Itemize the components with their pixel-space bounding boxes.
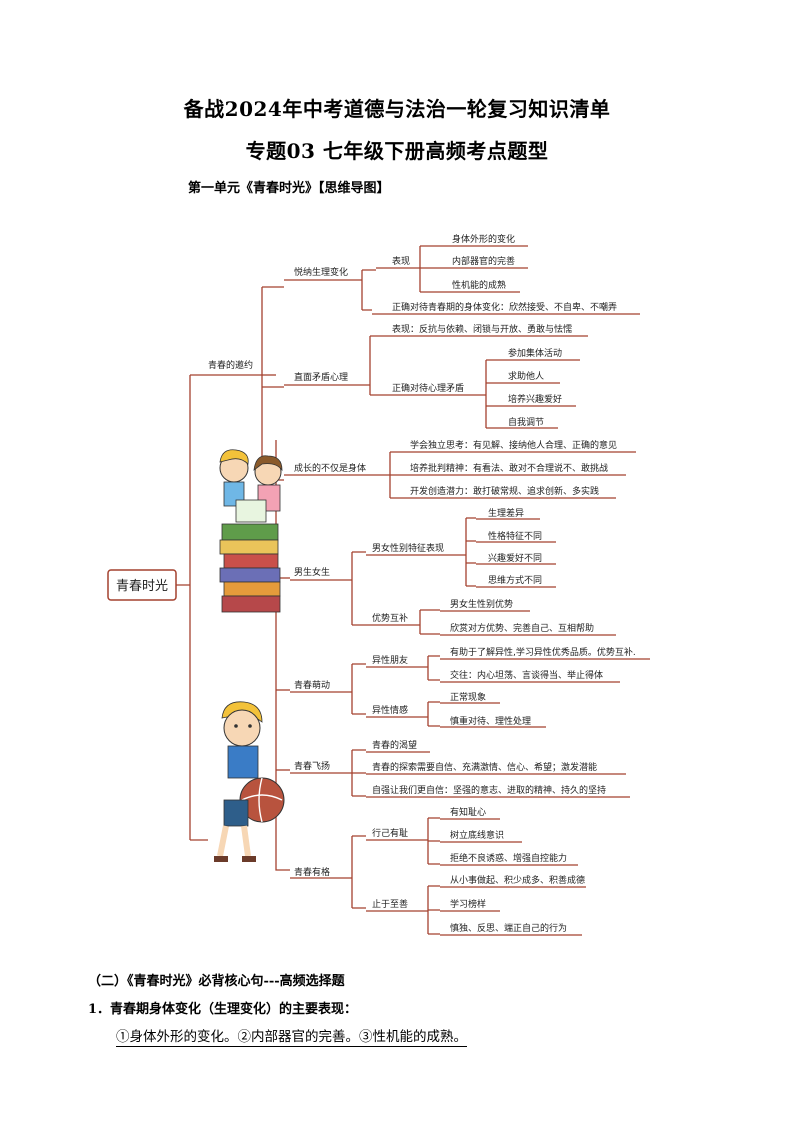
mindmap-item: 慎独、反思、端正自己的行为 bbox=[450, 922, 567, 934]
mindmap-g5-s2: 止于至善 bbox=[372, 898, 408, 910]
mindmap-item: 男女生性别优势 bbox=[450, 598, 513, 610]
mindmap-item: 内部器官的完善 bbox=[452, 255, 515, 267]
mindmap-item: 交往：内心坦荡、言谈得当、举止得体 bbox=[450, 669, 603, 681]
section-heading: （二）《青春时光》必背核心句---高频选择题 bbox=[88, 970, 345, 989]
question-answer: ①身体外形的变化。②内部器官的完善。③性机能的成熟。 bbox=[116, 1025, 467, 1047]
mindmap-g2-s1: 男女性别特征表现 bbox=[372, 542, 444, 554]
mindmap-g1-b1-s1: 表现 bbox=[392, 255, 410, 267]
mindmap-item: 生理差异 bbox=[488, 507, 524, 519]
mindmap-g2: 男生女生 bbox=[294, 566, 330, 578]
mindmap-item: 自强让我们更自信：坚强的意志、进取的精神、持久的坚持 bbox=[372, 784, 606, 796]
mindmap-item: 学会独立思考：有见解、接纳他人合理、正确的意见 bbox=[410, 439, 617, 451]
mindmap-g1: 青春的邀约 bbox=[208, 359, 253, 371]
mindmap-item: 身体外形的变化 bbox=[452, 233, 515, 245]
mindmap-item: 青春的探索需要自信、充满激情、信心、希望；激发潜能 bbox=[372, 761, 597, 773]
mindmap-item: 正常现象 bbox=[450, 691, 486, 703]
mindmap-item: 参加集体活动 bbox=[508, 347, 562, 359]
mindmap-item: 欣赏对方优势、完善自己、互相帮助 bbox=[450, 622, 594, 634]
mindmap-item: 学习榜样 bbox=[450, 898, 486, 910]
mindmap-item: 开发创造潜力：敢打破常规、追求创新、多实践 bbox=[410, 485, 599, 497]
mindmap-g3-s1: 异性朋友 bbox=[372, 654, 408, 666]
question-title: 1．青春期身体变化（生理变化）的主要表现： bbox=[88, 998, 357, 1017]
mindmap-g1-b3: 成长的不仅是身体 bbox=[294, 462, 366, 474]
mindmap-item: 有知耻心 bbox=[450, 806, 486, 818]
mindmap-item: 青春的渴望 bbox=[372, 739, 417, 751]
mindmap-g1-b2-s2: 正确对待心理矛盾 bbox=[392, 382, 464, 394]
mindmap-g3: 青春萌动 bbox=[294, 679, 330, 691]
children-with-books-illustration bbox=[220, 450, 282, 612]
mindmap-g1-b1: 悦纳生理变化 bbox=[294, 266, 348, 278]
mindmap-item: 兴趣爱好不同 bbox=[488, 552, 542, 564]
mindmap-g3-s2: 异性情感 bbox=[372, 704, 408, 716]
mindmap-root: 青春时光 bbox=[116, 579, 168, 594]
mindmap-item: 培养批判精神：有看法、敢对不合理说不、敢挑战 bbox=[410, 462, 608, 474]
mindmap-item: 表现：反抗与依赖、闭锁与开放、勇敢与怯懦 bbox=[392, 323, 572, 335]
mindmap-item: 自我调节 bbox=[508, 416, 544, 428]
mindmap-item: 正确对待青春期的身体变化：欣然接受、不自卑、不嘲弄 bbox=[392, 301, 617, 313]
mindmap-item: 性格特征不同 bbox=[488, 530, 542, 542]
mindmap-item: 求助他人 bbox=[508, 370, 544, 382]
mindmap-item: 拒绝不良诱惑、增强自控能力 bbox=[450, 852, 567, 864]
mindmap-g5-s1: 行己有耻 bbox=[372, 827, 408, 839]
mindmap-item: 性机能的成熟 bbox=[452, 279, 506, 291]
mindmap-item: 从小事做起、积少成多、积善成德 bbox=[450, 874, 585, 886]
mindmap-item: 有助于了解异性,学习异性优秀品质。优势互补. bbox=[450, 646, 636, 658]
mindmap-item: 思维方式不同 bbox=[488, 574, 542, 586]
mindmap-g5: 青春有格 bbox=[294, 866, 330, 878]
mindmap-g4: 青春飞扬 bbox=[294, 760, 330, 772]
mindmap-item: 培养兴趣爱好 bbox=[508, 393, 562, 405]
mindmap-g1-b2: 直面矛盾心理 bbox=[294, 371, 348, 383]
mindmap-item: 慎重对待、理性处理 bbox=[450, 715, 531, 727]
boy-with-ball-illustration bbox=[214, 702, 284, 862]
mind-map: 青春时光 青春的邀约 悦纳生理变化 表现 身体外形的变化 内部器官的完善 性机能… bbox=[0, 0, 794, 960]
mindmap-item: 树立底线意识 bbox=[450, 829, 504, 841]
mindmap-g2-s2: 优势互补 bbox=[372, 612, 408, 624]
